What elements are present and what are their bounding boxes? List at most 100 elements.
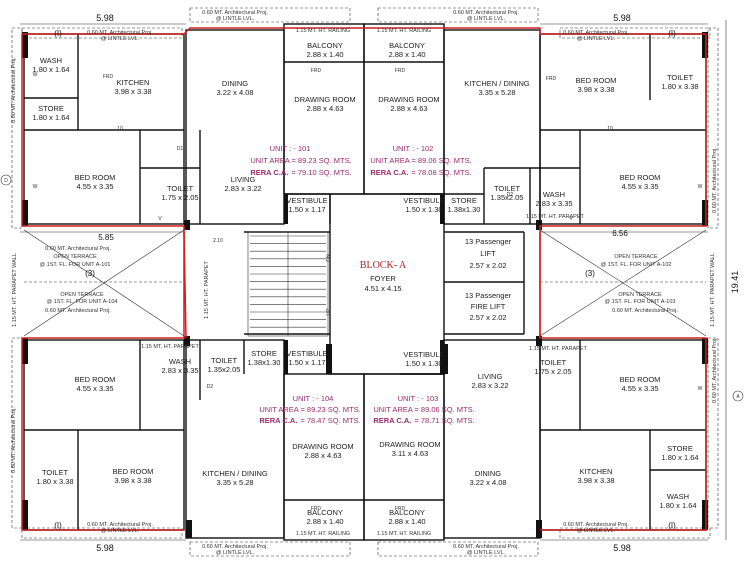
room-drawing-br: DRAWING ROOM (379, 440, 440, 449)
room-labels: WASH 1.80 x 1.64 STORE 1.80 x 1.64 KITCH… (32, 41, 698, 526)
unit-101-rera: RERA C.A.= 79.10 SQ. MTS. (250, 168, 351, 177)
railing-note-br: 1.15 MT. HT. RAILING (377, 531, 431, 537)
unit-101-number: UNIT : - 101 (270, 144, 311, 153)
room-bedroom-tr-size: 3.98 x 3.38 (577, 85, 614, 94)
room-store-br-size: 1.80 x 1.64 (661, 453, 698, 462)
room-store-tr: STORE (451, 196, 477, 205)
room-kitchen-tl-size: 3.98 x 3.38 (114, 87, 151, 96)
room-wash-tr: WASH (543, 190, 565, 199)
proj-note-tl: 0.60 MT. Architectural Proj. (202, 10, 268, 16)
parapet-note-bl: 1.15 MT. HT. PARAPET (141, 344, 199, 350)
room-toilet2-tr-size: 1.35x2.05 (491, 193, 524, 202)
room-drawing-tr: DRAWING ROOM (378, 95, 439, 104)
terrace-102-label: OPEN TERRACE (614, 254, 658, 260)
room-bedroom-bl: BED ROOM (113, 467, 154, 476)
unit-103-area: UNIT AREA = 89.06 SQ. MTS. (373, 405, 474, 414)
tag-frd-6: FRD (395, 506, 406, 512)
room-toilet2-bl-size: 1.35x2.05 (208, 365, 241, 374)
room-balcony-bl-size: 2.88 x 1.40 (306, 517, 343, 526)
dim-top-right: 5.98 (613, 13, 631, 23)
grid-bubble-left-label: D (4, 178, 8, 184)
proj-note-rt: 0.60 MT. Architectural Proj. (563, 30, 629, 36)
foyer-size: 4.51 x 4.15 (364, 284, 401, 293)
unit-102-rera-label: RERA C.A. (370, 168, 408, 177)
room-drawing-br-size: 3.11 x 4.63 (392, 449, 429, 458)
tag-d2-2: D2 (207, 384, 214, 390)
room-wash-tl-size: 1.80 x 1.64 (32, 65, 69, 74)
room-store-tl: STORE (38, 104, 64, 113)
stair-dn-label: DN (326, 254, 332, 262)
room-bed-br-size: 4.55 x 3.35 (621, 384, 658, 393)
room-toilet-tr-size: 1.80 x 3.38 (661, 82, 698, 91)
fire-lift-capacity: 13 Passenger (465, 291, 512, 300)
room-wash-tr-size: 2.83 x 3.35 (535, 199, 572, 208)
room-vest-br-size: 1.50 x 1.30 (405, 359, 442, 368)
terrace-101-label: OPEN TERRACE (53, 254, 97, 260)
proj-side-l2: 0.60 MT. Architectural Proj. (11, 407, 17, 473)
foyer-label: FOYER (370, 274, 396, 283)
parapet-note-mid: 1.15 MT. HT. PARAPET (204, 261, 210, 319)
grid-marker-tr: (I) (668, 29, 676, 38)
room-vest-tl-size: 1.50 x 1.17 (288, 205, 325, 214)
room-living-tl-size: 2.83 x 3.22 (224, 184, 261, 193)
room-dining-br: DINING (475, 469, 501, 478)
railing-note-bl: 1.15 MT. HT. RAILING (296, 531, 350, 537)
room-living-br: LIVING (478, 372, 503, 381)
room-toilet-bl-size: 1.80 x 3.38 (36, 477, 73, 486)
room-kitdin-bl: KITCHEN / DINING (202, 469, 268, 478)
proj-note-rb-2: @ LINTLE LVL. (577, 528, 616, 534)
tag-frd-4: FRD (546, 76, 557, 82)
dim-bottom-right: 5.98 (613, 543, 631, 553)
unit-104-rera-value: = 78.47 SQ. MTS. (300, 416, 360, 425)
room-wash-bl: WASH (169, 357, 191, 366)
grid-marker-br: (I) (668, 521, 676, 530)
parapet-wall-note-l: 1.15 MT. HT. PARAPET WALL (12, 253, 18, 327)
room-bedroom-bl-size: 3.98 x 3.38 (114, 476, 151, 485)
room-kitdin-tr-size: 3.35 x 5.28 (478, 88, 515, 97)
room-toilet-bl: TOILET (42, 468, 69, 477)
room-wash-br-size: 1.80 x 1.64 (659, 501, 696, 510)
grid-bubble-right (732, 390, 744, 402)
staircase (247, 231, 329, 337)
terrace-104-sub: @ 1ST. FL. FOR UNIT A-104 (47, 299, 118, 305)
room-bed-br: BED ROOM (620, 375, 661, 384)
room-toilet-tl-size: 1.75 x 2.05 (161, 193, 198, 202)
unit-102-info: UNIT : - 102 UNIT AREA = 89.06 SQ. MTS. … (370, 144, 471, 177)
proj-note-lt-2: @ LINTLE LVL. (101, 36, 140, 42)
proj-note-br: 0.60 MT. Architectural Proj. (453, 544, 519, 550)
room-dining-tl-size: 3.22 x 4.08 (216, 88, 253, 97)
room-toilet-tr: TOILET (667, 73, 694, 82)
room-toilet2-bl: TOILET (211, 356, 238, 365)
unit-102-rera: RERA C.A.= 78.08 SQ. MTS. (370, 168, 471, 177)
tag-frd-1: FRD (103, 74, 114, 80)
room-drawing-bl: DRAWING ROOM (292, 442, 353, 451)
dim-top-left: 5.98 (96, 13, 114, 23)
proj-note-tl-2: @ LINTLE LVL. (216, 16, 255, 22)
room-balcony-br-size: 2.88 x 1.40 (388, 517, 425, 526)
room-bed-bl: BED ROOM (75, 375, 116, 384)
proj-note-rb: 0.60 MT. Architectural Proj. (563, 522, 629, 528)
proj-note-lt: 0.60 MT. Architectural Proj. (87, 30, 153, 36)
unit-104-info: UNIT : - 104 UNIT AREA = 89.23 SQ. MTS. … (259, 394, 360, 425)
terrace-markings (23, 229, 707, 337)
terrace-102-sub: @ 1ST. FL. FOR UNIT A-102 (601, 262, 672, 268)
proj-terrace-l2: 0.60 MT. Architectural Proj. (45, 246, 111, 252)
tag-d1-1: D1 (177, 146, 184, 152)
room-balcony-tl: BALCONY (307, 41, 343, 50)
room-dining-br-size: 3.22 x 4.08 (469, 478, 506, 487)
tag-frd-5: FRD (311, 506, 322, 512)
room-vest-tr: VESTIBULE (403, 196, 444, 205)
dimension-lines (20, 20, 727, 541)
terrace-101-sub: @ 1ST. FL. FOR UNIT A-101 (40, 262, 111, 268)
tag-frd-2: FRD (395, 68, 406, 74)
tag-10-1: 10 (117, 126, 123, 132)
proj-side-r2: 0.60 MT. Architectural Proj. (712, 337, 718, 403)
grid-marker-ml: (3) (85, 269, 95, 278)
room-toilet-br: TOILET (540, 358, 567, 367)
room-vest-tr-size: 1.50 x 1.30 (405, 205, 442, 214)
tag-d2-1: D2 (507, 192, 514, 198)
dim-bottom-left: 5.98 (96, 543, 114, 553)
grid-marker-tl: (I) (54, 29, 62, 38)
fire-lift-size: 2.57 x 2.02 (469, 313, 506, 322)
